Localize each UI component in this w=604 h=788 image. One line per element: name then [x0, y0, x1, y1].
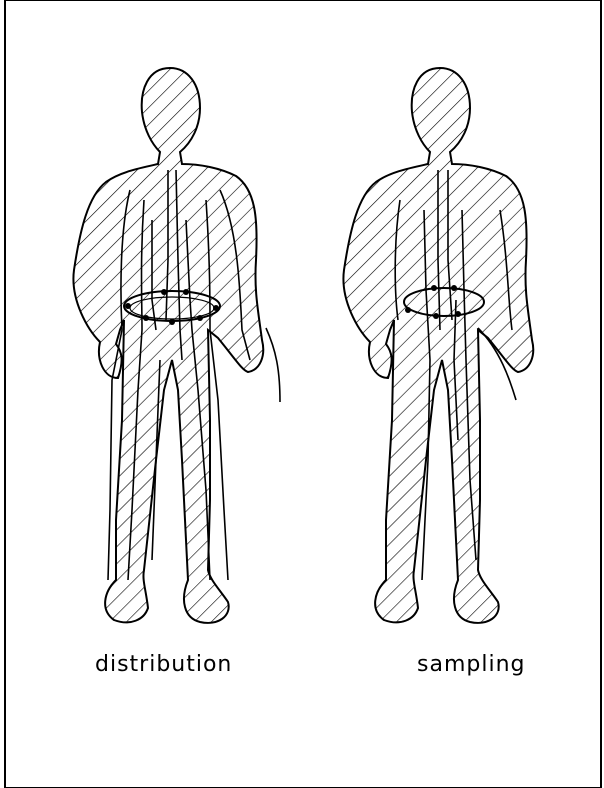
- distribution-caption: distribution: [95, 652, 232, 677]
- sampling-caption: sampling: [417, 652, 525, 677]
- sampling-figure: [330, 60, 570, 650]
- body-silhouette: [343, 68, 533, 623]
- body-silhouette: [73, 68, 263, 623]
- distribution-figure: [60, 60, 300, 650]
